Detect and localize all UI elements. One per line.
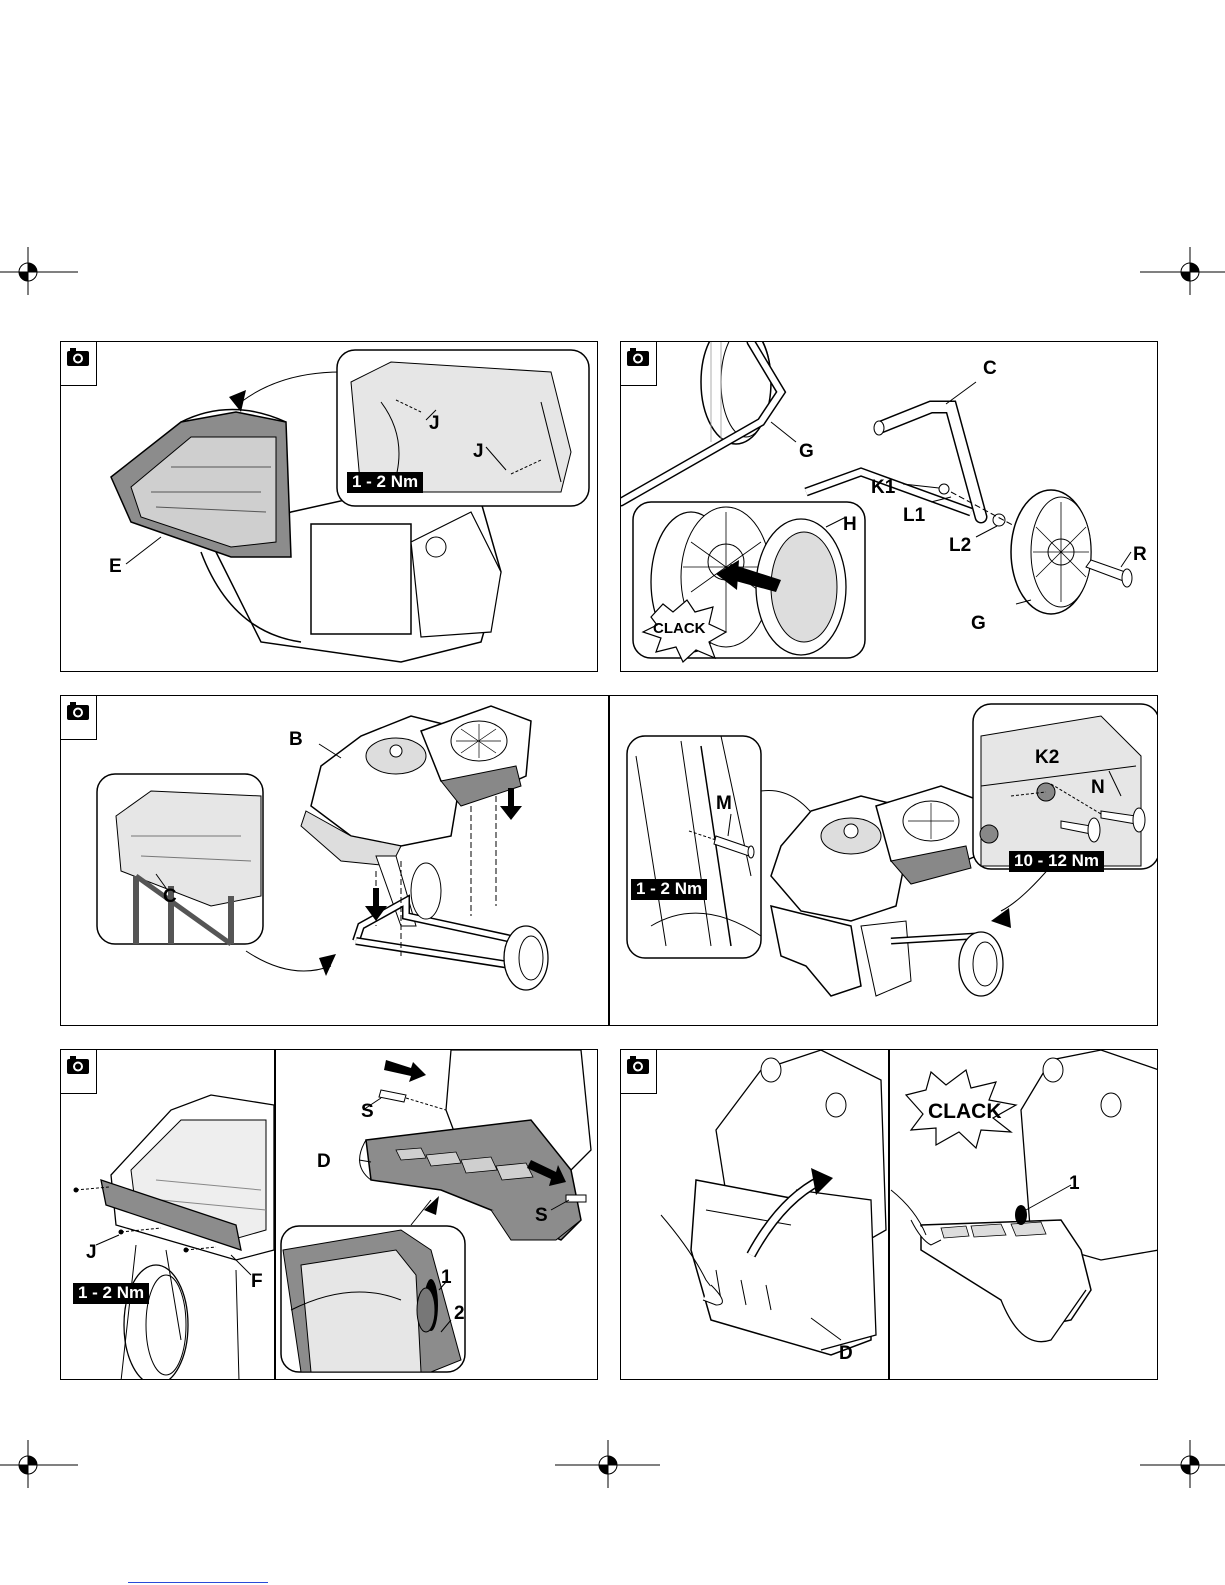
label-1: 1 [1069, 1174, 1080, 1193]
panel-wheel-assembly: C G H K1 L1 L2 R G CLACK [620, 341, 1158, 672]
label-c: C [163, 887, 177, 906]
label-m: M [716, 794, 732, 813]
panel-frame-mounting: B C M 1 - 2 Nm K2 N 10 - 12 Nm [60, 695, 1158, 1026]
label-s-bottom: S [535, 1206, 548, 1225]
label-n: N [1091, 778, 1105, 797]
label-k1: K1 [871, 478, 895, 497]
tray-illustration [61, 342, 598, 672]
label-f: F [251, 1272, 263, 1291]
label-c: C [983, 359, 997, 378]
frame-mounting-illustration [61, 696, 1158, 1026]
panel-tray-assembly: E J J 1 - 2 Nm [60, 341, 598, 672]
torque-badge-right: 10 - 12 Nm [1009, 851, 1104, 872]
label-l2: L2 [949, 536, 971, 555]
label-g-bottom: G [971, 614, 986, 633]
panel-cover-assembly: J 1 - 2 Nm F S D S 1 2 [60, 1049, 598, 1380]
label-j-upper: J [429, 414, 440, 433]
registration-mark-bottom-center [555, 1440, 660, 1490]
label-d: D [317, 1152, 331, 1171]
label-j: J [86, 1243, 97, 1262]
torque-badge-left: 1 - 2 Nm [631, 879, 707, 900]
torque-badge: 1 - 2 Nm [347, 472, 423, 493]
cover-illustration [61, 1050, 598, 1380]
label-1: 1 [441, 1268, 452, 1287]
panel-cover-lock: D CLACK 1 [620, 1049, 1158, 1380]
label-k2: K2 [1035, 748, 1059, 767]
registration-mark-top-left [0, 245, 80, 295]
label-2: 2 [454, 1304, 465, 1323]
label-l1: L1 [903, 506, 925, 525]
label-j-lower: J [473, 442, 484, 461]
cover-lock-illustration [621, 1050, 1158, 1380]
clack-text: CLACK [653, 620, 706, 637]
registration-mark-bottom-left [0, 1440, 80, 1490]
label-h: H [843, 515, 857, 534]
label-g-top: G [799, 442, 814, 461]
label-r: R [1133, 545, 1147, 564]
label-e: E [109, 557, 122, 576]
label-d: D [839, 1344, 853, 1363]
registration-mark-bottom-right [1140, 1440, 1225, 1490]
bottom-link-underline [128, 1582, 268, 1583]
clack-text: CLACK [928, 1100, 1002, 1124]
torque-badge: 1 - 2 Nm [73, 1283, 149, 1304]
label-s-top: S [361, 1102, 374, 1121]
label-b: B [289, 730, 303, 749]
registration-mark-top-right [1140, 245, 1225, 295]
